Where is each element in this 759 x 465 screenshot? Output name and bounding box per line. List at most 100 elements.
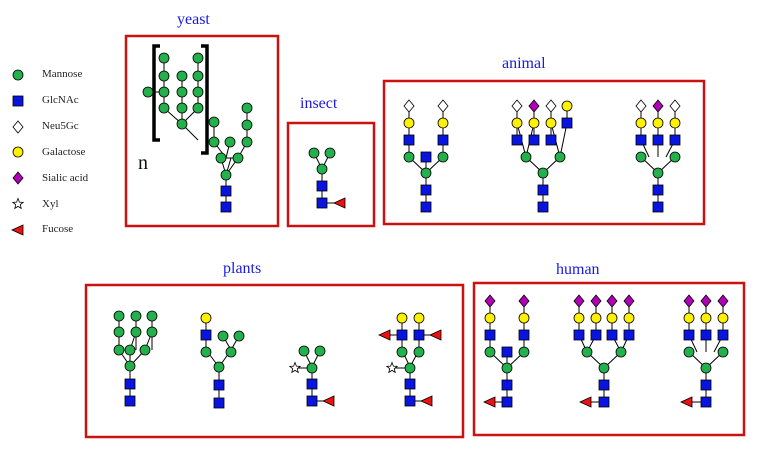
mannose-symbol <box>396 346 408 358</box>
galactose-symbol <box>561 100 573 112</box>
legend-label-mannose: Mannose <box>42 68 83 80</box>
mannose-symbol <box>615 346 627 358</box>
repeat-count-label: n <box>138 152 148 174</box>
fucose-symbol <box>333 197 346 209</box>
galactose-symbol <box>518 312 530 324</box>
fucose-symbol <box>429 329 442 341</box>
mannose-symbol <box>225 346 237 358</box>
glcnac-symbol <box>403 134 415 146</box>
galactose-symbol <box>635 117 647 129</box>
mannose-symbol <box>192 52 204 64</box>
glcnac-symbol <box>213 397 225 409</box>
mannose-symbol <box>501 362 513 374</box>
animal-box <box>382 79 706 226</box>
mannose-symbol <box>217 330 229 342</box>
insect-box <box>286 121 376 228</box>
mannose-symbol <box>208 116 220 128</box>
glcnac-symbol <box>652 184 664 196</box>
title-yeast: yeast <box>177 11 210 28</box>
glcnac-symbol <box>545 134 557 146</box>
mannose-symbol <box>200 346 212 358</box>
neu5gc-symbol <box>669 99 681 113</box>
galactose-symbol <box>528 117 540 129</box>
sialic-acid-symbol <box>518 294 530 308</box>
mannose-symbol <box>241 102 253 114</box>
glcnac-symbol <box>598 396 610 408</box>
sialic-acid-symbol <box>652 99 664 113</box>
sialic-acid-symbol <box>590 294 602 308</box>
mannose-symbol <box>158 70 170 82</box>
mannose-symbol <box>213 361 225 373</box>
galactose-symbol <box>437 117 449 129</box>
mannose-symbol <box>130 310 142 322</box>
neu5gc-symbol <box>511 99 523 113</box>
mannose-symbol <box>652 167 664 179</box>
mannose-symbol <box>537 167 549 179</box>
glcnac-symbol <box>537 201 549 213</box>
yeast-box <box>124 34 280 228</box>
glcnac-symbol <box>306 378 318 390</box>
galactose-symbol <box>623 312 635 324</box>
galactose-symbol <box>669 117 681 129</box>
glcnac-symbol <box>669 134 681 146</box>
glcnac-symbol <box>484 329 496 341</box>
mannose-symbol <box>683 346 695 358</box>
galactose-symbol <box>511 117 523 129</box>
mannose-symbol <box>113 310 125 322</box>
mannose-symbol <box>158 102 170 114</box>
mannose-symbol <box>635 151 647 163</box>
mannose-symbol <box>306 362 318 374</box>
mannose-symbol <box>113 326 125 338</box>
glcnac-symbol <box>717 329 729 341</box>
galactose-symbol <box>12 146 24 158</box>
mannose-symbol <box>176 70 188 82</box>
fucose-symbol <box>483 396 496 408</box>
mannose-symbol <box>316 163 328 175</box>
galactose-symbol <box>700 312 712 324</box>
mannose-symbol <box>176 86 188 98</box>
sialic-acid-symbol <box>700 294 712 308</box>
xyl-symbol <box>288 361 302 374</box>
fucose-symbol <box>322 395 335 407</box>
xyl-symbol <box>11 197 25 210</box>
glcnac-symbol <box>561 117 573 129</box>
mannose-symbol <box>314 345 326 357</box>
mannose-symbol <box>146 310 158 322</box>
mannose-symbol <box>12 69 24 81</box>
glcnac-symbol <box>501 379 513 391</box>
glcnac-symbol <box>413 329 425 341</box>
glcnac-symbol <box>652 201 664 213</box>
sialic-acid-symbol <box>683 294 695 308</box>
glcnac-symbol <box>528 134 540 146</box>
mannose-symbol <box>113 344 125 356</box>
neu5gc-symbol <box>403 99 415 113</box>
mannose-symbol <box>308 147 320 159</box>
glcnac-symbol <box>420 201 432 213</box>
glcnac-symbol <box>316 197 328 209</box>
neu5gc-symbol <box>635 99 647 113</box>
mannose-symbol <box>404 362 416 374</box>
glcnac-symbol <box>316 180 328 192</box>
glcnac-symbol <box>437 134 449 146</box>
galactose-symbol <box>683 312 695 324</box>
mannose-symbol <box>224 136 236 148</box>
sialic-acid-symbol <box>573 294 585 308</box>
glcnac-symbol <box>12 95 24 107</box>
mannose-symbol <box>717 346 729 358</box>
glcnac-symbol <box>623 329 635 341</box>
mannose-symbol <box>124 344 136 356</box>
mannose-symbol <box>403 151 415 163</box>
xyl-symbol <box>385 361 399 374</box>
legend-label-fucose: Fucose <box>42 223 74 235</box>
galactose-symbol <box>396 312 408 324</box>
galactose-symbol <box>403 117 415 129</box>
glcnac-symbol <box>404 395 416 407</box>
mannose-symbol <box>176 118 188 130</box>
mannose-symbol <box>232 152 244 164</box>
glcnac-symbol <box>200 329 212 341</box>
galactose-symbol <box>717 312 729 324</box>
mannose-symbol <box>142 86 154 98</box>
mannose-symbol <box>241 136 253 148</box>
mannose-symbol <box>598 362 610 374</box>
